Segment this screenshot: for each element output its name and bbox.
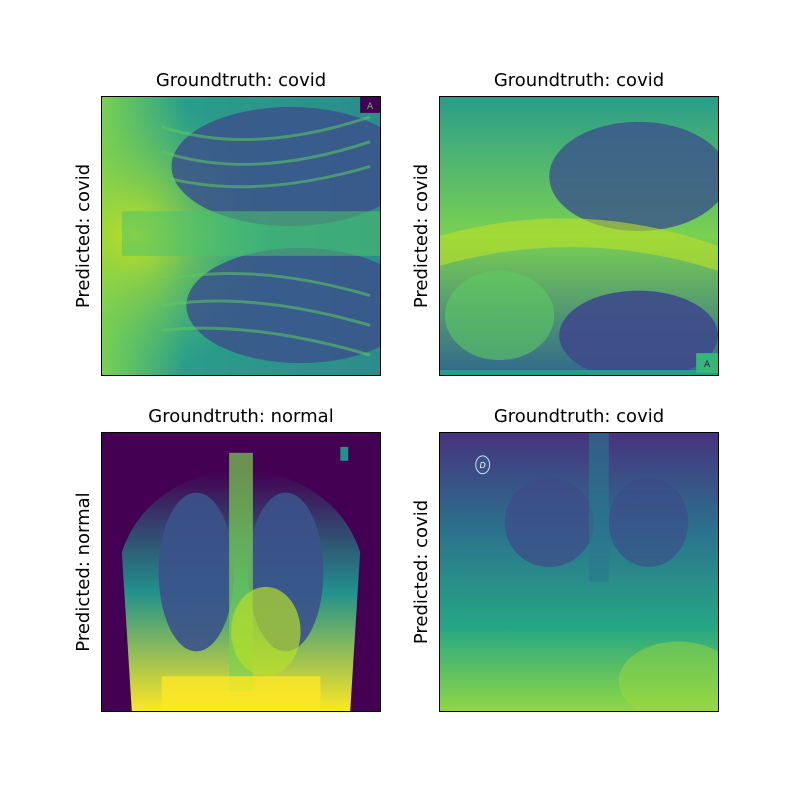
panel-2-xray-image: A [439,96,719,376]
panel-1-xray-image: A [101,96,381,376]
panel-2-title: Groundtruth: covid [493,70,665,91]
panel-3-title: Groundtruth: normal [148,406,334,427]
panel-4-title: Groundtruth: covid [493,406,665,427]
panel-3-xray-image [101,432,381,712]
panel-1-marker: A [367,102,374,112]
panel-2-ylabel: Predicted: covid [411,163,432,309]
panel-4-ylabel: Predicted: covid [411,499,432,645]
panel-1-ylabel: Predicted: covid [73,163,94,309]
panel-4-xray-image: D [439,432,719,712]
panel-4-marker: D [480,461,486,470]
panel-3-ylabel: Predicted: normal [73,492,94,652]
panel-2-marker: A [704,360,711,370]
panel-1-title: Groundtruth: covid [155,70,327,91]
